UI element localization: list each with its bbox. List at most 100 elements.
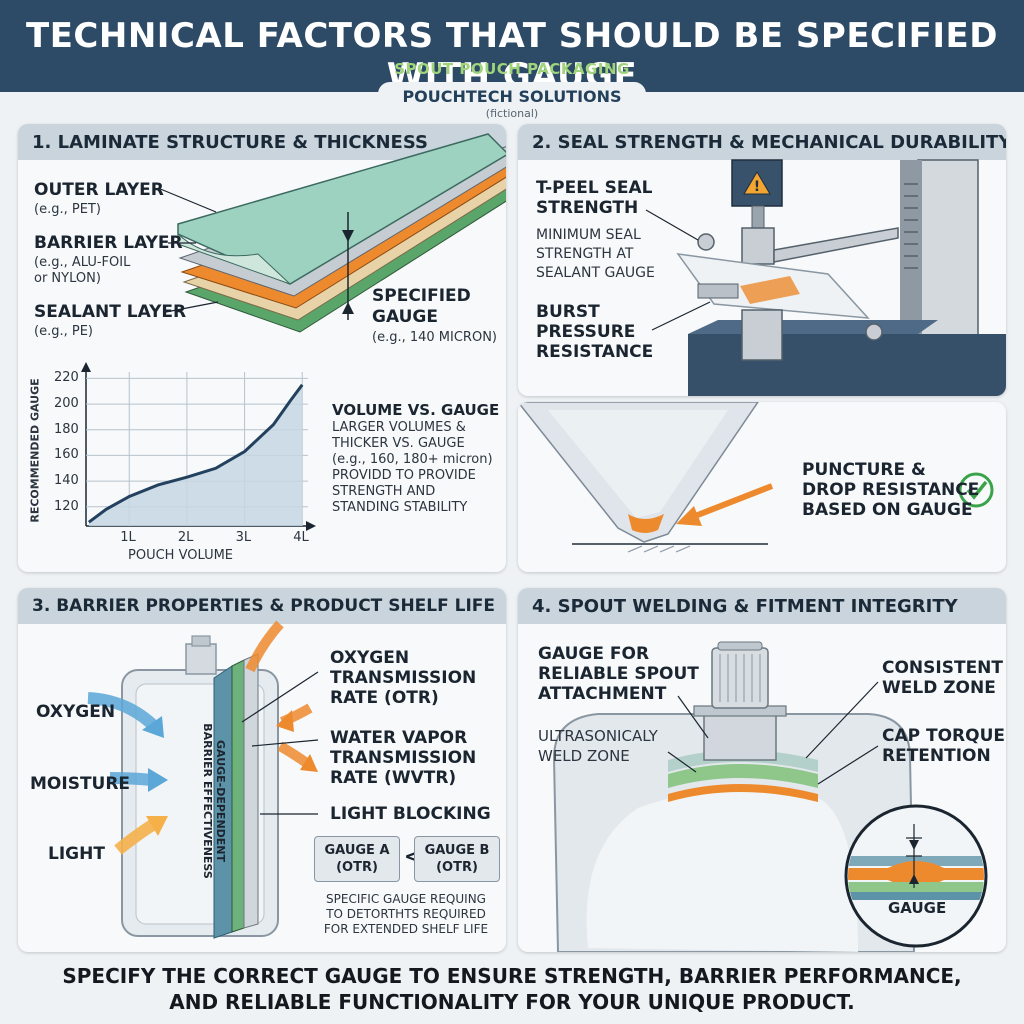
chart-y-tick-label: 180 — [54, 421, 79, 437]
chart-x-tick-label: 3L — [235, 530, 252, 545]
panel-seal-strength: 2. SEAL STRENGTH & MECHANICAL DURABILITY… — [518, 124, 1006, 396]
header-banner: TECHNICAL FACTORS THAT SHOULD BE SPECIFI… — [0, 0, 1024, 96]
panel-laminate: 1. LAMINATE STRUCTURE & THICKNESS OUTER … — [18, 124, 506, 572]
cap-torque-line: CAP TORQUE — [882, 726, 1006, 746]
consistent-line: CONSISTENT — [882, 658, 1004, 678]
cap-torque-leader — [817, 745, 879, 785]
barrier-layer-example-2: or NYLON) — [34, 271, 101, 286]
page-subtitle: SPOUT POUCH PACKAGING — [394, 60, 630, 78]
chart-x-label: POUCH VOLUME — [128, 548, 234, 563]
footer-message: SPECIFY THE CORRECT GAUGE TO ENSURE STRE… — [0, 963, 1024, 1015]
panel-barrier-title: 3. BARRIER PROPERTIES & PRODUCT SHELF LI… — [32, 596, 496, 616]
wvtr-line: WATER VAPOR — [330, 728, 468, 748]
specified-gauge-label-2: GAUGE — [372, 307, 438, 327]
ultrasonic-line: ULTRASONICALY — [538, 727, 658, 745]
oxygen-arrow — [87, 692, 161, 733]
tester-arm — [773, 227, 899, 263]
chart-area-fill — [88, 384, 303, 526]
specified-gauge-label-1: SPECIFIED — [372, 286, 471, 306]
ultrasonic-line: WELD ZONE — [538, 747, 630, 765]
panel-barrier-header: 3. BARRIER PROPERTIES & PRODUCT SHELF LI… — [18, 588, 506, 624]
magnified-cross-section — [848, 856, 984, 900]
panel-laminate-title: 1. LAMINATE STRUCTURE & THICKNESS — [32, 132, 428, 153]
moisture-label: MOISTURE — [30, 774, 131, 794]
laminate-illustration — [81, 133, 506, 531]
chart-y-tick-label: 120 — [54, 498, 79, 514]
upper-grip — [741, 227, 775, 265]
wvtr-line: RATE (WVTR) — [330, 768, 457, 788]
page-title: TECHNICAL FACTORS THAT SHOULD BE SPECIFI… — [26, 16, 998, 96]
moisture-arrow-head — [148, 768, 168, 792]
deflect-arrow-2-head — [276, 710, 294, 732]
consistent-weld-text: CONSISTENT WELD ZONE — [882, 658, 1003, 698]
chart-y-tick-label: 140 — [54, 473, 79, 489]
otr-line: TRANSMISSION — [330, 668, 477, 688]
spout-cap — [191, 635, 211, 647]
sealant-layer-label: SEALANT LAYER — [34, 302, 187, 322]
magnifier-arrow-top — [909, 840, 919, 850]
specified-gauge-example: (e.g., 140 MICRON) — [372, 330, 497, 345]
tester-louver — [904, 183, 918, 269]
chart-y-axis-arrow — [81, 362, 91, 372]
panel-spout: 4. SPOUT WELDING & FITMENT INTEGRITY — [518, 588, 1006, 952]
otr-line: RATE (OTR) — [330, 688, 439, 708]
pouch-highlight — [586, 790, 858, 952]
cap-top — [717, 641, 763, 651]
lower-clamp-knob — [865, 323, 883, 341]
gauge-a-label: GAUGE A — [324, 843, 390, 858]
panel-spout-header: 4. SPOUT WELDING & FITMENT INTEGRITY — [518, 588, 1006, 624]
check-icon — [958, 472, 994, 508]
light-arrow — [114, 818, 158, 855]
gauge-spout-line: GAUGE FOR — [538, 644, 650, 664]
company-tab: POUCHTECH SOLUTIONS (fictional) — [378, 82, 646, 120]
spout-neck — [703, 711, 777, 761]
weld-zone-green — [668, 764, 818, 788]
panel-puncture: PUNCTURE & DROP RESISTANCE BASED ON GAUG… — [518, 402, 1006, 572]
warning-icon — [743, 171, 771, 195]
consistent-leader — [805, 681, 879, 759]
gauge-b-sub: (OTR) — [436, 860, 478, 875]
tensile-tester-illustration: ! — [645, 159, 1006, 396]
puncture-line: BASED ON GAUGE — [802, 500, 973, 520]
deflect-arrow-1 — [245, 620, 284, 673]
volume-desc-line: PROVIDD TO PROVIDE — [332, 468, 476, 483]
company-name: POUCHTECH SOLUTIONS — [402, 87, 622, 106]
panel-barrier: 3. BARRIER PROPERTIES & PRODUCT SHELF LI… — [18, 588, 506, 952]
panel-spout-title: 4. SPOUT WELDING & FITMENT INTEGRITY — [532, 596, 958, 617]
footer-line-2: AND RELIABLE FUNCTIONALITY FOR YOUR UNIQ… — [169, 990, 855, 1014]
barrier-vertical-text: GAUGE-DEPENDENT BARRIER EFFECTIVENESS — [201, 701, 227, 901]
wvtr-leader — [251, 739, 319, 747]
wvtr-text: WATER VAPOR TRANSMISSION RATE (WVTR) — [330, 728, 476, 788]
weld-zone-orange — [668, 784, 818, 802]
puncture-line: PUNCTURE & — [802, 460, 926, 480]
gauge-b-box: GAUGE B (OTR) — [414, 836, 500, 882]
barrier-layer-label: BARRIER LAYER — [34, 233, 183, 253]
min-seal-line: MINIMUM SEAL — [536, 227, 641, 243]
cap-torque-text: CAP TORQUE RETENTION — [882, 726, 1005, 766]
peeled-corner — [177, 232, 291, 285]
barrier-vertical-line: GAUGE-DEPENDENT — [214, 739, 227, 863]
shelf-line: FOR EXTENDED SHELF LIFE — [323, 922, 489, 936]
barrier-illustration — [87, 620, 319, 939]
burst-line: PRESSURE — [536, 322, 636, 342]
volume-desc-line: LARGER VOLUMES & — [332, 420, 466, 435]
shelf-life-text: SPECIFIC GAUGE REQUING TO DETORTHTS REQU… — [308, 892, 504, 937]
wvtr-line: TRANSMISSION — [330, 748, 477, 768]
burst-text: BURST PRESSURE RESISTANCE — [536, 302, 653, 362]
volume-gauge-title: VOLUME VS. GAUGE — [332, 401, 500, 419]
tpeel-label-2: STRENGTH — [536, 198, 639, 218]
chart-y-label: RECOMMENDED GAUGE — [28, 378, 42, 523]
min-seal-line: SEALANT GAUGE — [536, 265, 655, 281]
gauge-a-sub: (OTR) — [336, 860, 378, 875]
volume-desc-line: (e.g., 160, 180+ micron) — [332, 452, 493, 467]
gauge-spout-line: ATTACHMENT — [538, 684, 667, 704]
ultrasonic-text: ULTRASONICALY WELD ZONE — [538, 726, 658, 766]
outer-layer-example: (e.g., PET) — [34, 202, 101, 217]
magnifier-gauge-label: GAUGE — [888, 899, 947, 917]
shelf-line: TO DETORTHTS REQUIRED — [326, 907, 486, 921]
gauge-spout-line: RELIABLE SPOUT — [538, 664, 699, 684]
chart-y-tick-label: 160 — [54, 447, 79, 463]
cap-torque-line: RETENTION — [882, 746, 991, 766]
outer-layer-label: OUTER LAYER — [34, 180, 164, 200]
chart-area — [87, 383, 304, 526]
